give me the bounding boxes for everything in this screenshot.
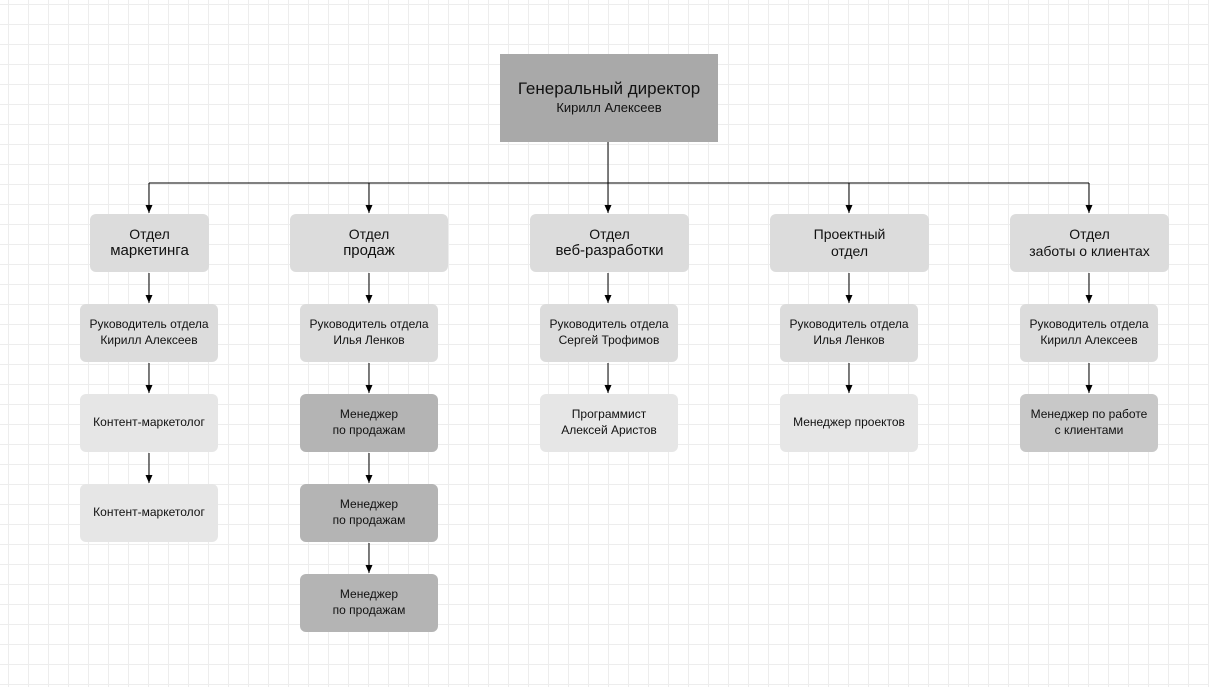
ceo-title: Генеральный директор bbox=[517, 79, 701, 99]
head-title: Руководитель отдела bbox=[1029, 317, 1149, 332]
ceo-node[interactable]: Генеральный директор Кирилл Алексеев bbox=[500, 54, 718, 142]
dept-marketing-node[interactable]: Отдел маркетинга bbox=[90, 214, 209, 272]
dept-label-line1: Отдел bbox=[589, 225, 630, 242]
staff-label-line2: по продажам bbox=[332, 603, 406, 617]
dept-label-line1: Отдел bbox=[1069, 226, 1110, 243]
head-name: Илья Ленков bbox=[813, 333, 885, 347]
dept-label-line1: Отдел bbox=[129, 225, 170, 242]
staff-clients-1-node[interactable]: Менеджер по работе с клиентами bbox=[1020, 394, 1158, 452]
head-marketing-node[interactable]: Руководитель отдела Кирилл Алексеев bbox=[80, 304, 218, 362]
staff-label: Контент-маркетолог bbox=[93, 505, 205, 520]
staff-label: Менеджер проектов bbox=[793, 415, 905, 430]
dept-label-line2: отдел bbox=[830, 243, 869, 259]
staff-label-line1: Менеджер bbox=[339, 407, 399, 422]
staff-sales-2-node[interactable]: Менеджер по продажам bbox=[300, 484, 438, 542]
dept-label-line2: продаж bbox=[343, 242, 395, 260]
staff-label-line2: по продажам bbox=[332, 513, 406, 527]
staff-label-line2: по продажам bbox=[332, 423, 406, 437]
head-name: Кирилл Алексеев bbox=[100, 333, 198, 347]
dept-label-line2: маркетинга bbox=[110, 242, 189, 260]
staff-label-line2: с клиентами bbox=[1054, 423, 1124, 437]
head-webdev-node[interactable]: Руководитель отдела Сергей Трофимов bbox=[540, 304, 678, 362]
staff-marketing-2-node[interactable]: Контент-маркетолог bbox=[80, 484, 218, 542]
head-sales-node[interactable]: Руководитель отдела Илья Ленков bbox=[300, 304, 438, 362]
staff-webdev-1-node[interactable]: Программист Алексей Аристов bbox=[540, 394, 678, 452]
head-title: Руководитель отдела bbox=[309, 317, 429, 332]
head-project-node[interactable]: Руководитель отдела Илья Ленков bbox=[780, 304, 918, 362]
dept-sales-node[interactable]: Отдел продаж bbox=[290, 214, 448, 272]
staff-label: Контент-маркетолог bbox=[93, 415, 205, 430]
staff-label-line1: Программист bbox=[571, 407, 647, 422]
dept-project-node[interactable]: Проектный отдел bbox=[770, 214, 929, 272]
dept-clients-node[interactable]: Отдел заботы о клиентах bbox=[1010, 214, 1169, 272]
staff-sales-1-node[interactable]: Менеджер по продажам bbox=[300, 394, 438, 452]
staff-sales-3-node[interactable]: Менеджер по продажам bbox=[300, 574, 438, 632]
staff-label-line1: Менеджер bbox=[339, 497, 399, 512]
staff-label-line1: Менеджер bbox=[339, 587, 399, 602]
staff-label-line2: Алексей Аристов bbox=[561, 423, 657, 437]
dept-label-line2: веб-разработки bbox=[555, 242, 664, 260]
staff-label-line1: Менеджер по работе bbox=[1030, 407, 1148, 422]
head-name: Илья Ленков bbox=[333, 333, 405, 347]
dept-label-line1: Проектный bbox=[813, 226, 886, 243]
ceo-name: Кирилл Алексеев bbox=[556, 99, 662, 115]
staff-project-1-node[interactable]: Менеджер проектов bbox=[780, 394, 918, 452]
head-title: Руководитель отдела bbox=[549, 317, 669, 332]
head-name: Кирилл Алексеев bbox=[1040, 333, 1138, 347]
dept-label-line1: Отдел bbox=[348, 225, 390, 242]
dept-label-line2: заботы о клиентах bbox=[1029, 243, 1150, 259]
staff-marketing-1-node[interactable]: Контент-маркетолог bbox=[80, 394, 218, 452]
head-clients-node[interactable]: Руководитель отдела Кирилл Алексеев bbox=[1020, 304, 1158, 362]
dept-webdev-node[interactable]: Отдел веб-разработки bbox=[530, 214, 689, 272]
head-title: Руководитель отдела bbox=[89, 317, 209, 332]
head-name: Сергей Трофимов bbox=[558, 333, 660, 347]
head-title: Руководитель отдела bbox=[789, 317, 909, 332]
